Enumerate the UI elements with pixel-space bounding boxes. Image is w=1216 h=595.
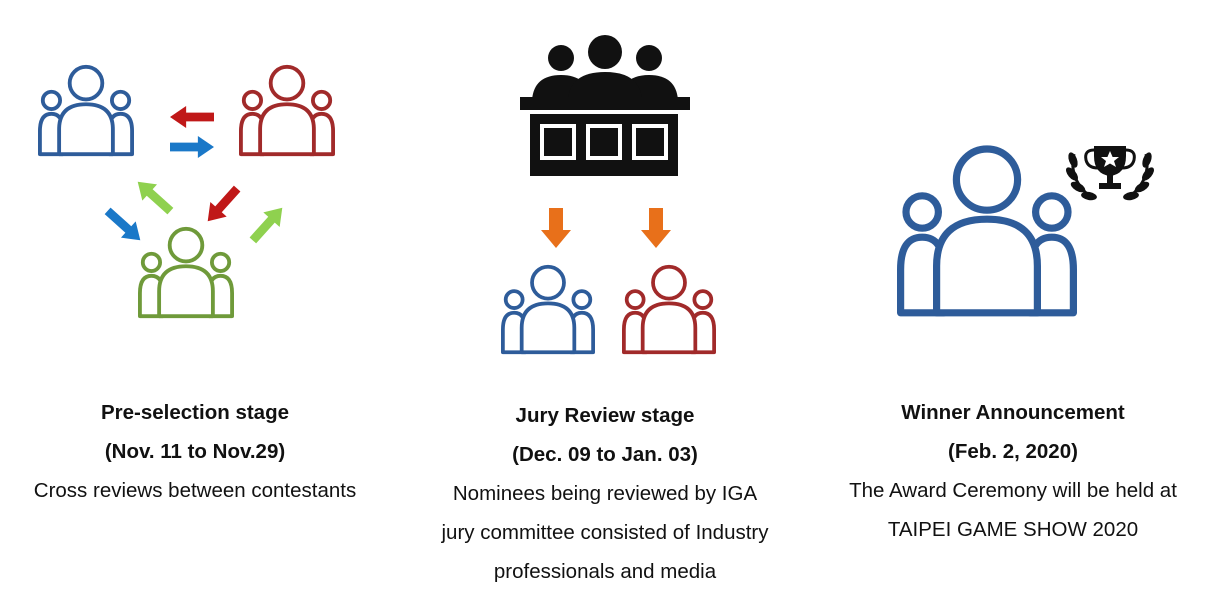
stage-jury-review: Jury Review stage (Dec. 09 to Jan. 03) N… [400, 0, 810, 595]
jury-caption: Jury Review stage (Dec. 09 to Jan. 03) N… [400, 396, 810, 591]
stage-preselection: Pre-selection stage (Nov. 11 to Nov.29) … [0, 0, 390, 595]
orange-down-arrow-icon [641, 208, 671, 248]
stage-winner-announcement: Winner Announcement (Feb. 2, 2020) The A… [810, 0, 1216, 595]
preselection-illustration [0, 0, 390, 360]
winner-caption: Winner Announcement (Feb. 2, 2020) The A… [810, 393, 1216, 549]
winner-illustration [810, 0, 1154, 360]
stage-title: Winner Announcement [901, 401, 1125, 424]
blue-group-icon [40, 67, 132, 154]
jury-illustration [400, 35, 810, 370]
stage-description: Cross reviews between contestants [33, 479, 357, 502]
preselection-caption: Pre-selection stage (Nov. 11 to Nov.29) … [0, 393, 390, 510]
stage-date: (Nov. 11 to Nov.29) [104, 440, 286, 463]
stage-title: Pre-selection stage [101, 401, 289, 424]
red-group-icon [624, 267, 714, 353]
stage-description-line: TAIPEI GAME SHOW 2020 [887, 518, 1139, 541]
stage-title: Jury Review stage [515, 404, 695, 427]
stage-date: (Dec. 09 to Jan. 03) [512, 443, 698, 466]
jury-panel-icon [520, 35, 690, 176]
orange-down-arrow-icon [541, 208, 571, 248]
red-group-icon [241, 67, 333, 154]
trophy-laurel-icon [1066, 146, 1154, 201]
winner-group-icon [901, 149, 1074, 313]
stage-description-line: Nominees being reviewed by IGA [452, 482, 758, 505]
stage-description-line: jury committee consisted of Industry [441, 521, 769, 544]
stage-description-line: professionals and media [493, 560, 717, 583]
stage-description-line: The Award Ceremony will be held at [849, 479, 1177, 502]
blue-group-icon [503, 267, 593, 353]
stage-date: (Feb. 2, 2020) [948, 440, 1078, 463]
green-group-icon [140, 229, 232, 316]
